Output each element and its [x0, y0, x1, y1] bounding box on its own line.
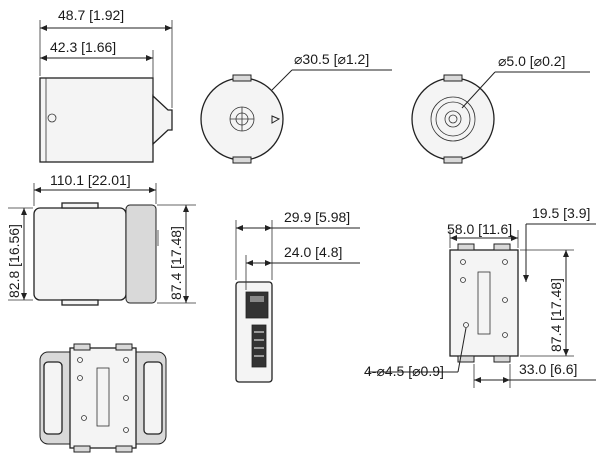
housing-top-view: 110.1 [22.01] 82.8 [16.56] 87.4 [17.48] [6, 172, 196, 306]
mount-hole [502, 259, 508, 265]
dim-connector-inner: 24.0 [4.8] [284, 244, 342, 260]
mount-hole [123, 357, 129, 363]
camera-side-view: 48.7 [1.92] 42.3 [1.66] [39, 7, 173, 163]
bottom-slot [96, 367, 110, 427]
dim-rear-hole: ⌀5.0 [⌀0.2] [498, 53, 565, 69]
connector-view: 29.9 [5.98] 24.0 [4.8] [235, 209, 360, 383]
arrow-icon [149, 187, 156, 193]
rj45-contacts [250, 296, 264, 302]
dim-side-total: 48.7 [1.92] [58, 7, 124, 23]
arrow-icon [563, 250, 569, 257]
arrow-icon [40, 25, 47, 31]
arrow-icon [523, 275, 529, 282]
housing-bottom-view [39, 343, 167, 453]
housing-lip-bottom [61, 299, 99, 306]
bracket-plate [449, 249, 519, 357]
arrow-icon [40, 55, 47, 61]
mount-hole [463, 322, 469, 328]
rear-ring-outer [430, 96, 476, 142]
bracket-tab [493, 355, 511, 363]
screw-icon [47, 113, 57, 123]
mount-hole [460, 277, 466, 283]
housing-left [33, 207, 127, 301]
mount-hole [123, 395, 129, 401]
dim-top-width: 110.1 [22.01] [50, 172, 131, 188]
bracket-tab [73, 445, 91, 453]
dim-top-left-height: 82.8 [16.56] [6, 224, 22, 298]
mount-hole [502, 332, 508, 338]
arrow-icon [246, 260, 253, 266]
bracket-tab [115, 445, 133, 453]
mount-hole [77, 375, 83, 381]
mount-hole [460, 259, 466, 265]
dim-front-diameter: ⌀30.5 [⌀1.2] [294, 51, 369, 67]
mount-hole [81, 415, 87, 421]
arrow-icon [265, 225, 272, 231]
arrow-icon [563, 349, 569, 356]
leader-line [457, 327, 467, 373]
lens-cone [152, 94, 173, 146]
bracket-slot [477, 271, 491, 335]
mount-hole [123, 427, 129, 433]
bracket-view: 58.0 [11.6] 19.5 [3.9] 87.4 [17.48] 4-⌀4… [364, 205, 596, 388]
arrow-icon [183, 205, 189, 212]
dim-top-right-height: 87.4 [17.48] [168, 226, 184, 300]
terminal-block [251, 324, 267, 368]
mount-hole [77, 357, 83, 363]
housing-lip-top [61, 202, 99, 209]
camera-body [39, 77, 154, 163]
tab-top [232, 74, 252, 82]
dim-bracket-base: 33.0 [6.6] [519, 361, 577, 377]
arrow-icon [503, 377, 510, 383]
dim-connector-outer: 29.9 [5.98] [284, 209, 350, 225]
arrow-icon [474, 377, 481, 383]
dim-bracket-offset: 19.5 [3.9] [532, 205, 590, 221]
housing-right [125, 204, 157, 304]
rear-circle [411, 77, 495, 161]
tab-bottom [232, 156, 252, 164]
arrow-icon [236, 225, 243, 231]
arrow-icon [21, 208, 27, 215]
arrow-icon [183, 296, 189, 303]
dim-bracket-holes: 4-⌀4.5 [⌀0.9] [364, 363, 444, 379]
arrow-icon [265, 260, 272, 266]
mount-hole [502, 297, 508, 303]
rear-hole-center [448, 114, 458, 124]
leader-line [271, 69, 293, 91]
arrow-marker-icon [271, 115, 281, 124]
camera-rear-view: ⌀5.0 [⌀0.2] [411, 53, 590, 164]
arrow-icon [165, 25, 172, 31]
bracket-tab [457, 355, 475, 363]
bottom-left-cap [43, 361, 63, 435]
camera-front-view: ⌀30.5 [⌀1.2] [200, 51, 392, 164]
arrow-icon [21, 293, 27, 300]
arrow-icon [450, 235, 457, 241]
rear-hole [444, 110, 462, 128]
bottom-bracket [69, 347, 137, 449]
bracket-tab [493, 243, 511, 251]
bracket-tab [73, 343, 91, 351]
rj45-port [245, 291, 269, 319]
arrow-icon [511, 235, 518, 241]
tab-top [443, 74, 463, 82]
dim-bracket-width: 58.0 [11.6] [447, 221, 512, 237]
dim-bracket-height: 87.4 [17.48] [548, 278, 564, 352]
leader-line [461, 71, 496, 109]
arrow-icon [146, 55, 153, 61]
rear-ring-inner [435, 101, 471, 137]
dim-side-body: 42.3 [1.66] [50, 39, 116, 55]
bracket-tab [457, 243, 475, 251]
bottom-right-cap [143, 361, 163, 435]
arrow-icon [34, 187, 41, 193]
tab-bottom [443, 156, 463, 164]
bracket-tab [115, 343, 133, 351]
